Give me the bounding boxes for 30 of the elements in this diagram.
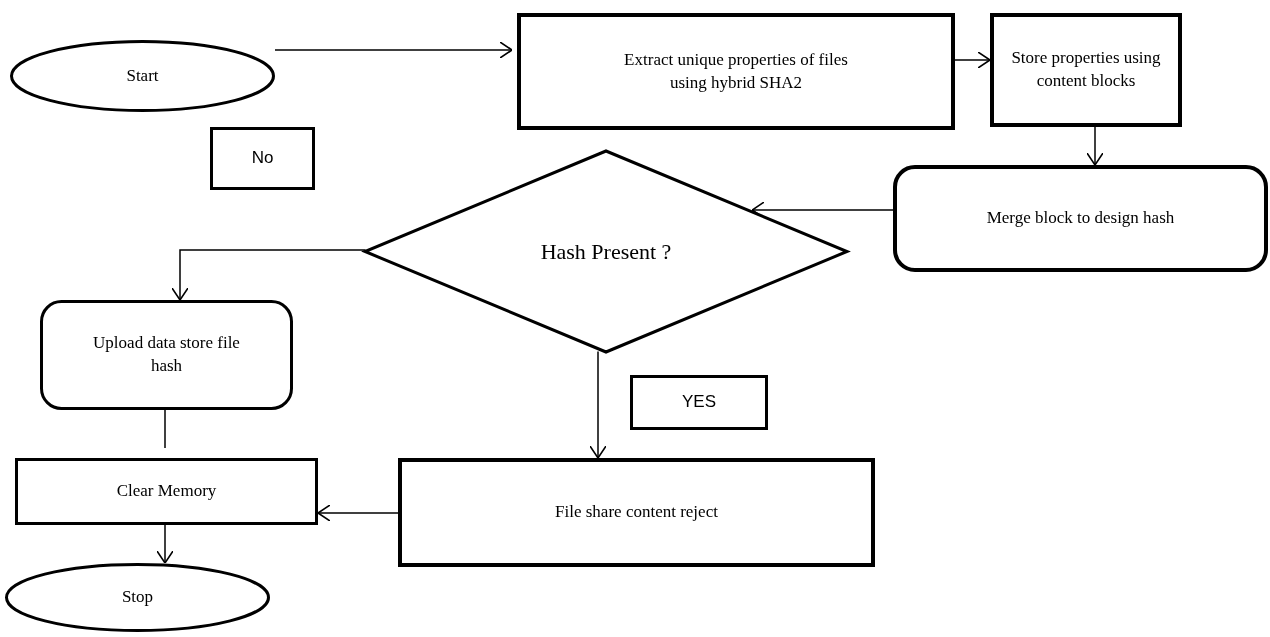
- decision-label: [210, 127, 315, 190]
- process-box: [40, 300, 293, 410]
- decision-label: [630, 375, 768, 430]
- node-label: File share content reject: [555, 501, 718, 524]
- process-box: [15, 458, 318, 525]
- arrow: [317, 504, 399, 522]
- process-box: [893, 165, 1268, 272]
- node-label: Start: [126, 64, 159, 87]
- process-box: [517, 13, 955, 130]
- branch-label: YES: [682, 391, 716, 414]
- arrow: [954, 51, 991, 69]
- branch-label: No: [251, 147, 274, 170]
- connector-line: [164, 409, 166, 449]
- start-terminal: [10, 40, 275, 112]
- node-label: Clear Memory: [116, 480, 217, 503]
- node-label: Merge block to design hash: [986, 207, 1175, 230]
- stop-terminal: [5, 563, 270, 632]
- arrow: [274, 41, 513, 59]
- node-label: Extract unique properties of files using hybrid SHA2: [623, 48, 849, 94]
- node-label: Store properties using content blocks: [1010, 47, 1162, 92]
- node-label: Stop: [121, 586, 154, 609]
- process-box: [398, 458, 875, 567]
- arrow: [156, 524, 174, 564]
- arrow: [1086, 126, 1104, 166]
- arrow: [589, 350, 607, 459]
- decision-diamond: [362, 148, 850, 355]
- node-label: Hash Present ?: [540, 237, 672, 266]
- arrow: [171, 249, 367, 301]
- node-label: Upload data store file hash: [92, 332, 241, 377]
- process-box: [990, 13, 1182, 127]
